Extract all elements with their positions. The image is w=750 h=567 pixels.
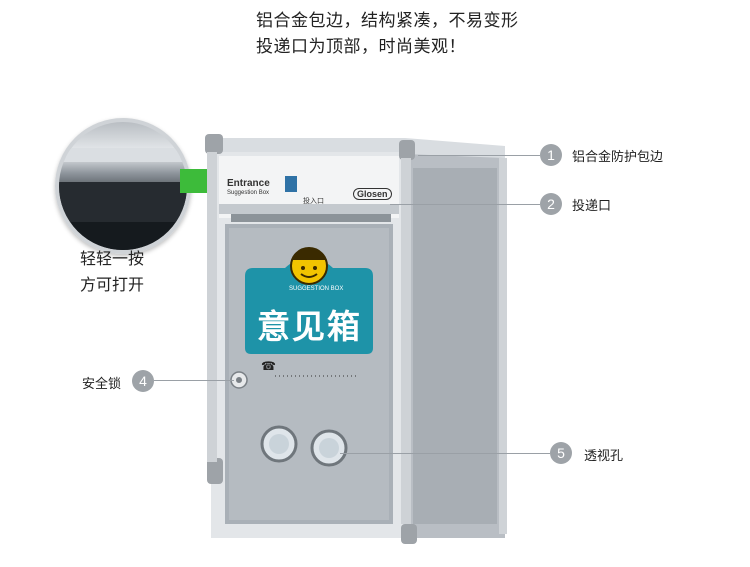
slot-label: 投入口 <box>303 198 324 205</box>
zoom-detail-image <box>55 118 191 254</box>
callout-4-number: 4 <box>132 370 154 392</box>
svg-text:☎: ☎ <box>261 359 276 373</box>
entrance-subtext: Suggestion Box <box>227 190 270 196</box>
headline: 铝合金包边，结构紧凑，不易变形 投递口为顶部，时尚美观！ <box>256 8 519 60</box>
entrance-text: Entrance <box>227 178 270 189</box>
callout-4-label: 安全锁 <box>82 377 122 392</box>
headline-line-2: 投递口为顶部，时尚美观！ <box>256 37 466 57</box>
callout-5-label: 透视孔 <box>584 449 624 464</box>
callout-1-number: 1 <box>540 144 562 166</box>
box-illustration: ☎ <box>205 134 507 544</box>
headline-line-1: 铝合金包边，结构紧凑，不易变形 <box>256 11 519 31</box>
callout-1-label: 铝合金防护包边 <box>572 150 664 165</box>
zoom-caption-line-2: 方可打开 <box>80 275 145 294</box>
callout-5-number: 5 <box>550 442 572 464</box>
callout-2-number: 2 <box>540 193 562 215</box>
callout-2-line <box>390 204 540 205</box>
callout-5-line <box>340 453 550 454</box>
callout-4-line <box>154 380 234 381</box>
sign-arc-text: SUGGESTION BOX <box>289 286 344 292</box>
callout-1-line <box>418 155 540 156</box>
suggestion-box-product: ☎ Entrance Suggestion Box 投入口 Glosen 意见箱… <box>205 128 515 548</box>
sign-title: 意见箱 <box>257 307 362 346</box>
brand-logo: Glosen <box>353 188 392 200</box>
zoom-caption: 轻轻一按 方可打开 <box>80 246 144 298</box>
callout-2-label: 投递口 <box>572 199 612 214</box>
zoom-caption-line-1: 轻轻一按 <box>80 249 145 268</box>
